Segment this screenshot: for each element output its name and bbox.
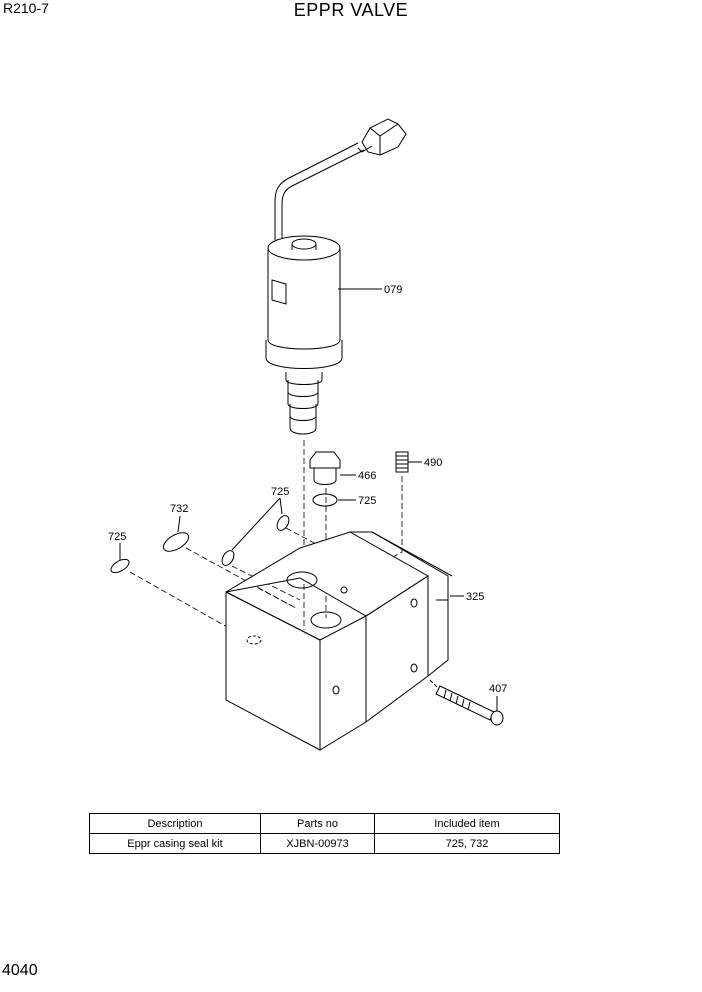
bolt-407 <box>429 679 504 726</box>
callout-407: 407 <box>489 683 507 695</box>
o-ring-725-right <box>276 515 290 531</box>
callout-725-mid: 725 <box>271 486 289 498</box>
plug-466 <box>309 451 356 485</box>
callout-490: 490 <box>424 457 442 469</box>
wire-harness <box>274 142 365 240</box>
col-header-included-item: Included item <box>374 813 560 834</box>
callout-725-left: 725 <box>108 531 126 543</box>
col-header-parts-no: Parts no <box>260 813 375 834</box>
solenoid-valve-079 <box>265 235 382 435</box>
cell-included-item: 725, 732 <box>374 833 560 854</box>
valve-housing-325 <box>225 531 464 751</box>
table-header-row: Description Parts no Included item <box>89 813 560 834</box>
page-title: EPPR VALVE <box>293 0 409 20</box>
oval-seal-732 <box>162 532 190 552</box>
callout-732: 732 <box>170 503 188 515</box>
callout-079: 079 <box>384 284 402 296</box>
col-header-description: Description <box>89 813 261 834</box>
callout-725-top: 725 <box>358 495 376 507</box>
model-code: R210-7 <box>3 0 49 16</box>
page-number: 4040 <box>2 962 38 979</box>
o-ring-725-top <box>312 493 338 507</box>
cell-parts-no: XJBN-00973 <box>260 833 375 854</box>
connector-plug <box>357 118 407 156</box>
table-row: Eppr casing seal kit XJBN-00973 725, 732 <box>89 833 560 854</box>
callout-325: 325 <box>466 591 484 603</box>
set-screw-490 <box>395 451 422 473</box>
parts-table: Description Parts no Included item Eppr … <box>89 813 560 854</box>
cell-description: Eppr casing seal kit <box>89 833 261 854</box>
o-ring-725-mid <box>221 550 235 566</box>
callout-466: 466 <box>358 470 376 482</box>
o-ring-725-left <box>110 558 130 574</box>
